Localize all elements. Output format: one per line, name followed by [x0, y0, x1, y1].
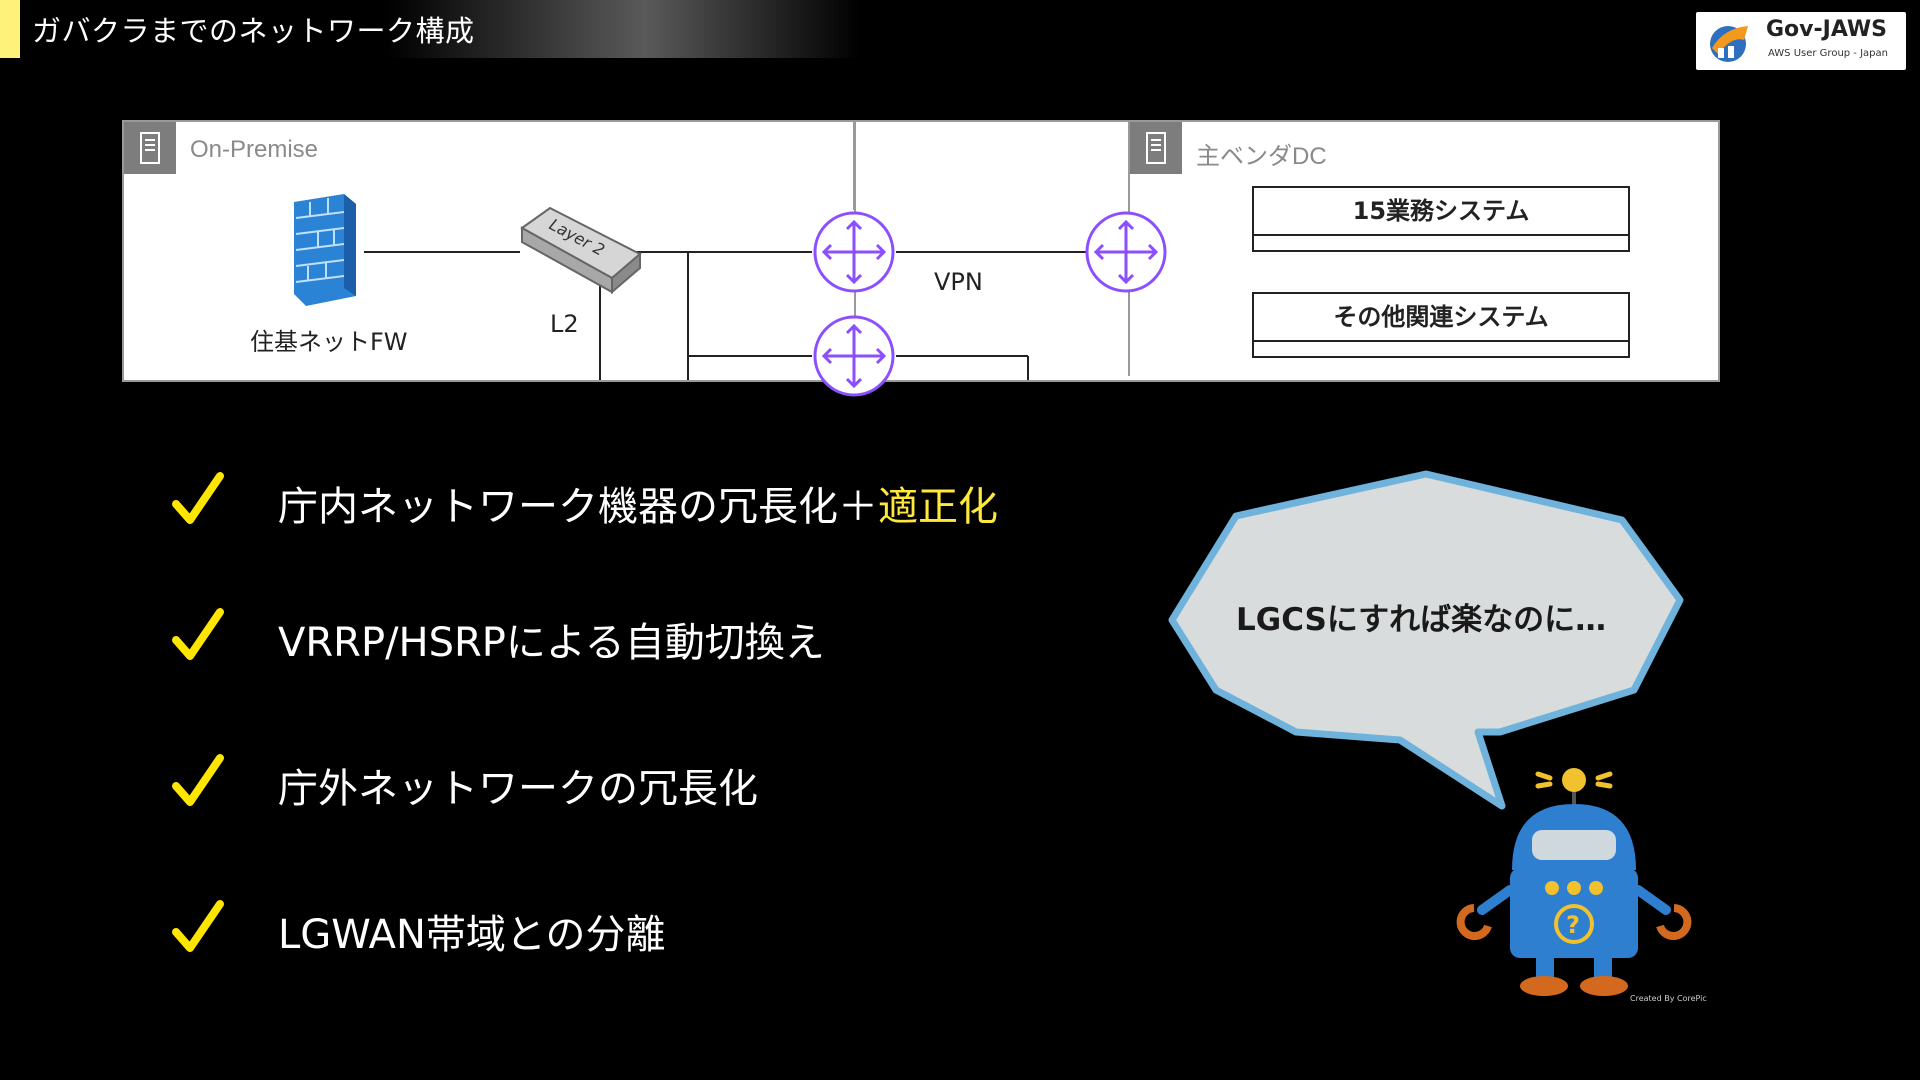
firewall-icon — [294, 194, 356, 306]
header-bar — [0, 0, 860, 58]
gov-jaws-logo-icon — [1710, 26, 1748, 62]
onprem-group: On-Premise — [124, 122, 856, 376]
network-diagram: On-Premise 主ベンダDC 住基ネットFW Layer 2 L2 — [122, 120, 1720, 397]
layer2-switch-icon: Layer 2 — [520, 206, 642, 295]
image-credit: Created By CorePic — [1630, 994, 1707, 1003]
router-icon — [813, 211, 895, 293]
gov-jaws-logo: Gov-JAWS AWS User Group - Japan — [1696, 12, 1906, 70]
vpn-label: VPN — [934, 268, 983, 296]
system-label: その他関連システム — [1254, 294, 1628, 342]
checkmark-icon — [172, 754, 224, 806]
checkmark-icon — [172, 472, 224, 524]
bullet-text: 庁内ネットワーク機器の冗長化＋適正化 — [278, 484, 998, 530]
l2-label: L2 — [550, 310, 579, 338]
highlight-text: 適正化 — [878, 484, 998, 530]
bullet-text: 庁外ネットワークの冗長化 — [278, 766, 758, 812]
checkmark-icon — [172, 900, 224, 952]
system-box: 15業務システム — [1252, 186, 1630, 252]
server-icon — [124, 122, 176, 174]
system-label: 15業務システム — [1254, 188, 1628, 236]
slide-title: ガバクラまでのネットワーク構成 — [32, 14, 475, 48]
logo-name: Gov-JAWS — [1766, 17, 1887, 42]
onprem-label: On-Premise — [190, 136, 319, 163]
robot-illustration: ? — [1456, 768, 1692, 996]
speech-text: LGCSにすれば楽なのに… — [1236, 602, 1607, 638]
vendor-dc-label: 主ベンダDC — [1196, 143, 1327, 170]
firewall-label: 住基ネットFW — [250, 328, 408, 356]
checkmark-icon — [172, 608, 224, 660]
server-icon — [1130, 122, 1182, 174]
system-box: その他関連システム — [1252, 292, 1630, 358]
logo-subtitle: AWS User Group - Japan — [1768, 48, 1888, 59]
bullet-text: VRRP/HSRPによる自動切換え — [278, 620, 825, 666]
header-accent — [0, 0, 20, 58]
router-icon — [813, 315, 895, 397]
bullet-text: LGWAN帯域との分離 — [278, 912, 666, 958]
router-icon — [1085, 211, 1167, 293]
vendor-dc-group: 主ベンダDC — [1128, 122, 1716, 376]
svg-text:?: ? — [1566, 911, 1580, 939]
